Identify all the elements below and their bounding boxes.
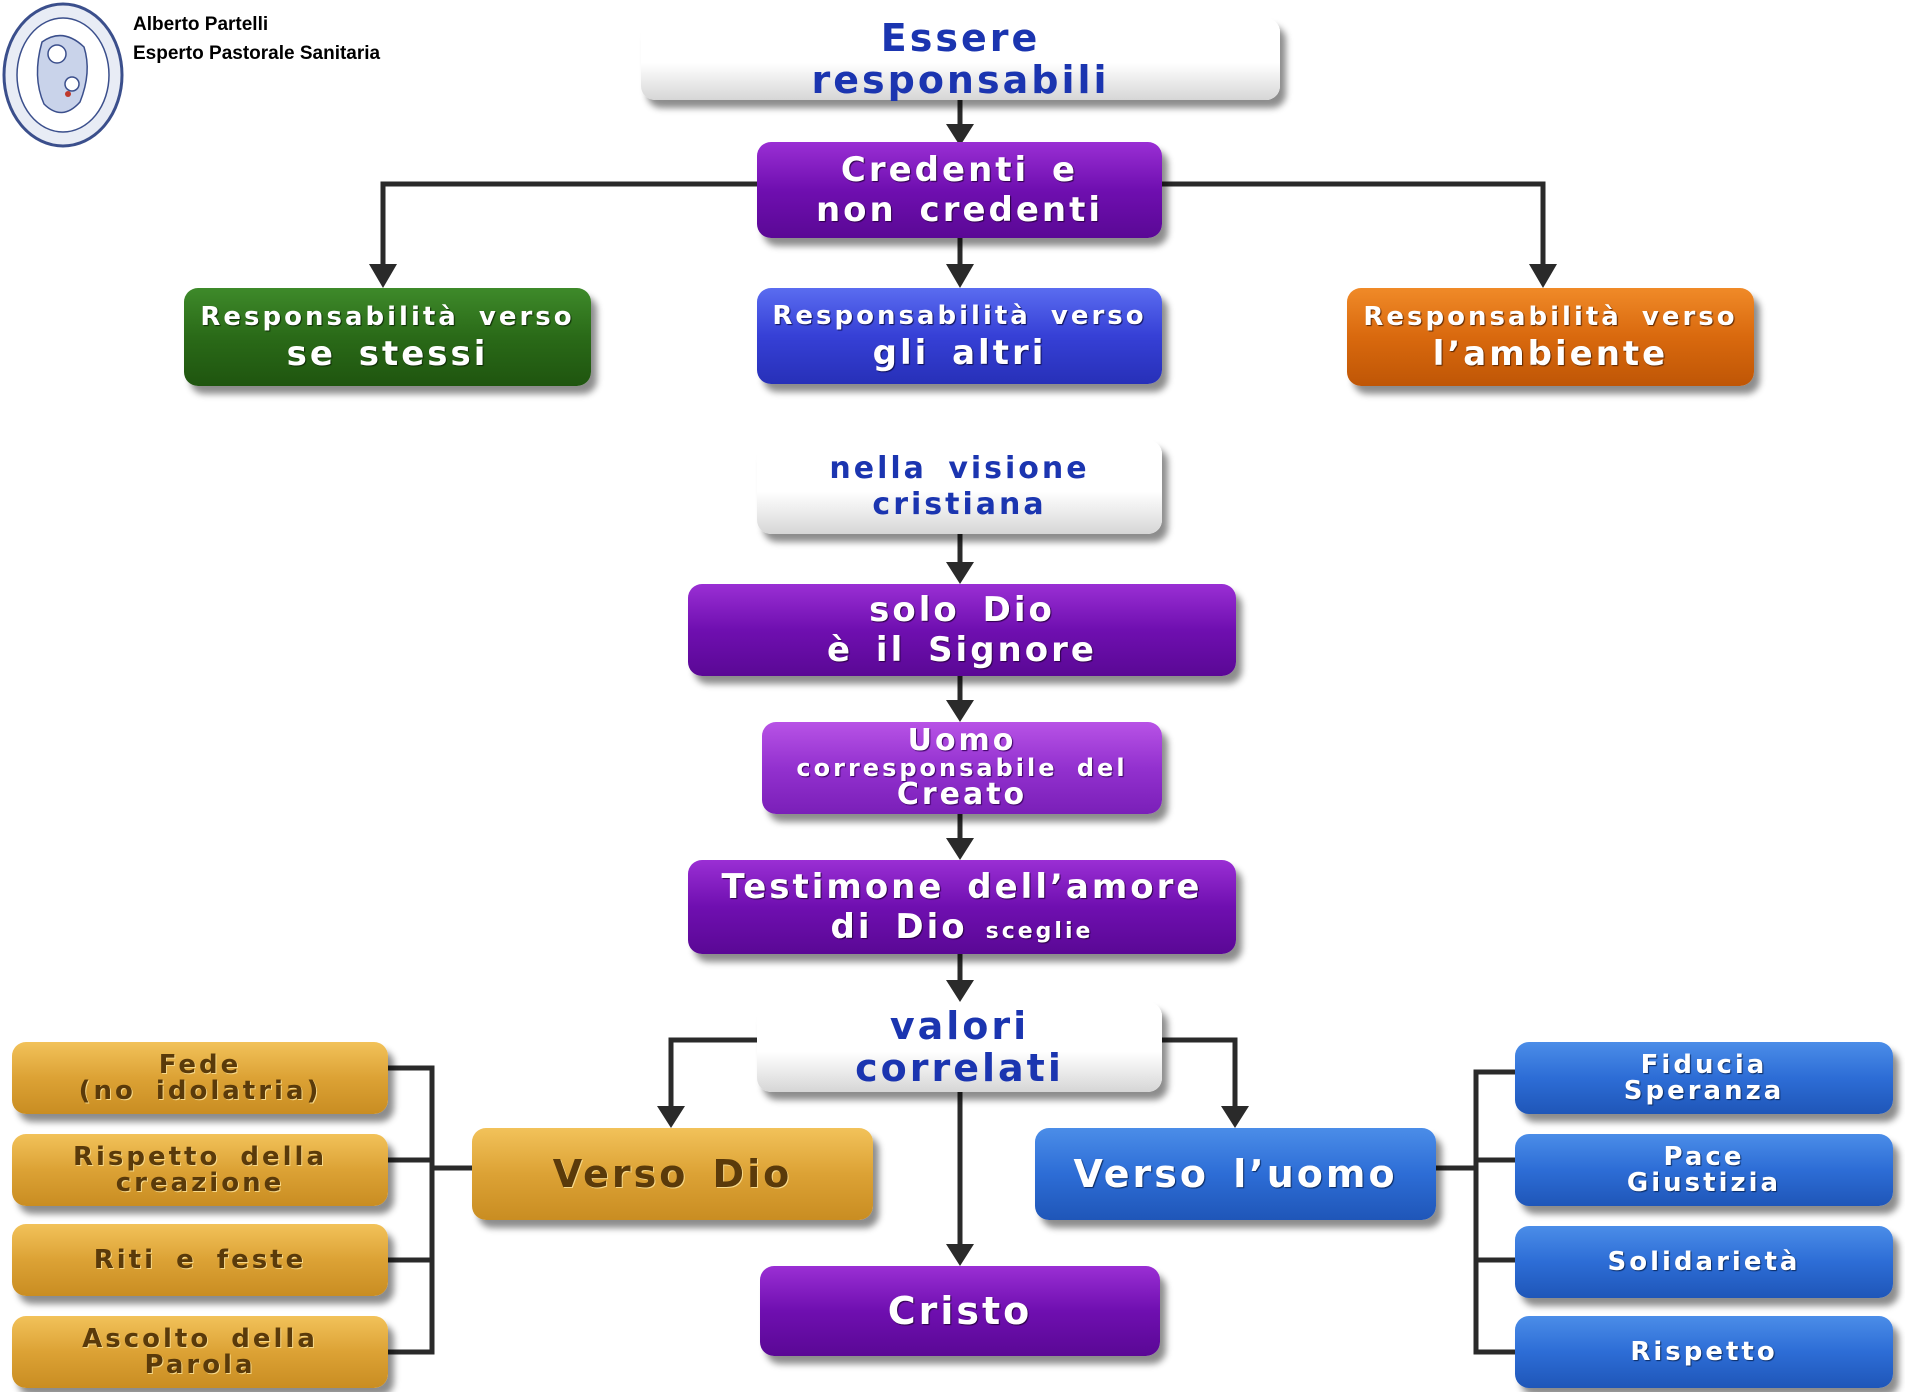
author-role: Esperto Pastorale Sanitaria	[133, 43, 381, 64]
node-testimone: Testimone dell’amore di Dio sceglie	[688, 860, 1236, 954]
node-solidarieta: Solidarietà	[1515, 1226, 1893, 1298]
node-uomo-corresponsabile: Uomo corresponsabile del Creato	[762, 722, 1162, 814]
node-fede: Fede(no idolatria)	[12, 1042, 388, 1114]
line-credenti-left	[380, 181, 757, 268]
author-block: Alberto Partelli Esperto Pastorale Sanit…	[133, 10, 380, 68]
line-valori-dio	[668, 1037, 757, 1110]
author-name: Alberto Partelli	[133, 14, 269, 35]
node-rispetto: Rispetto	[1515, 1316, 1893, 1388]
bracket-verso-uomo	[1436, 1069, 1515, 1355]
camillianum-logo	[2, 2, 124, 148]
line-credenti-right	[1162, 181, 1546, 268]
node-verso-dio: Verso Dio	[472, 1128, 873, 1220]
line-valori-uomo	[1162, 1037, 1238, 1110]
node-riti-feste: Riti e feste	[12, 1224, 388, 1296]
bracket-verso-dio	[388, 1065, 472, 1355]
node-verso-uomo: Verso l’uomo	[1035, 1128, 1436, 1220]
node-cristo: Cristo	[760, 1266, 1160, 1356]
arrowhead	[946, 124, 974, 146]
